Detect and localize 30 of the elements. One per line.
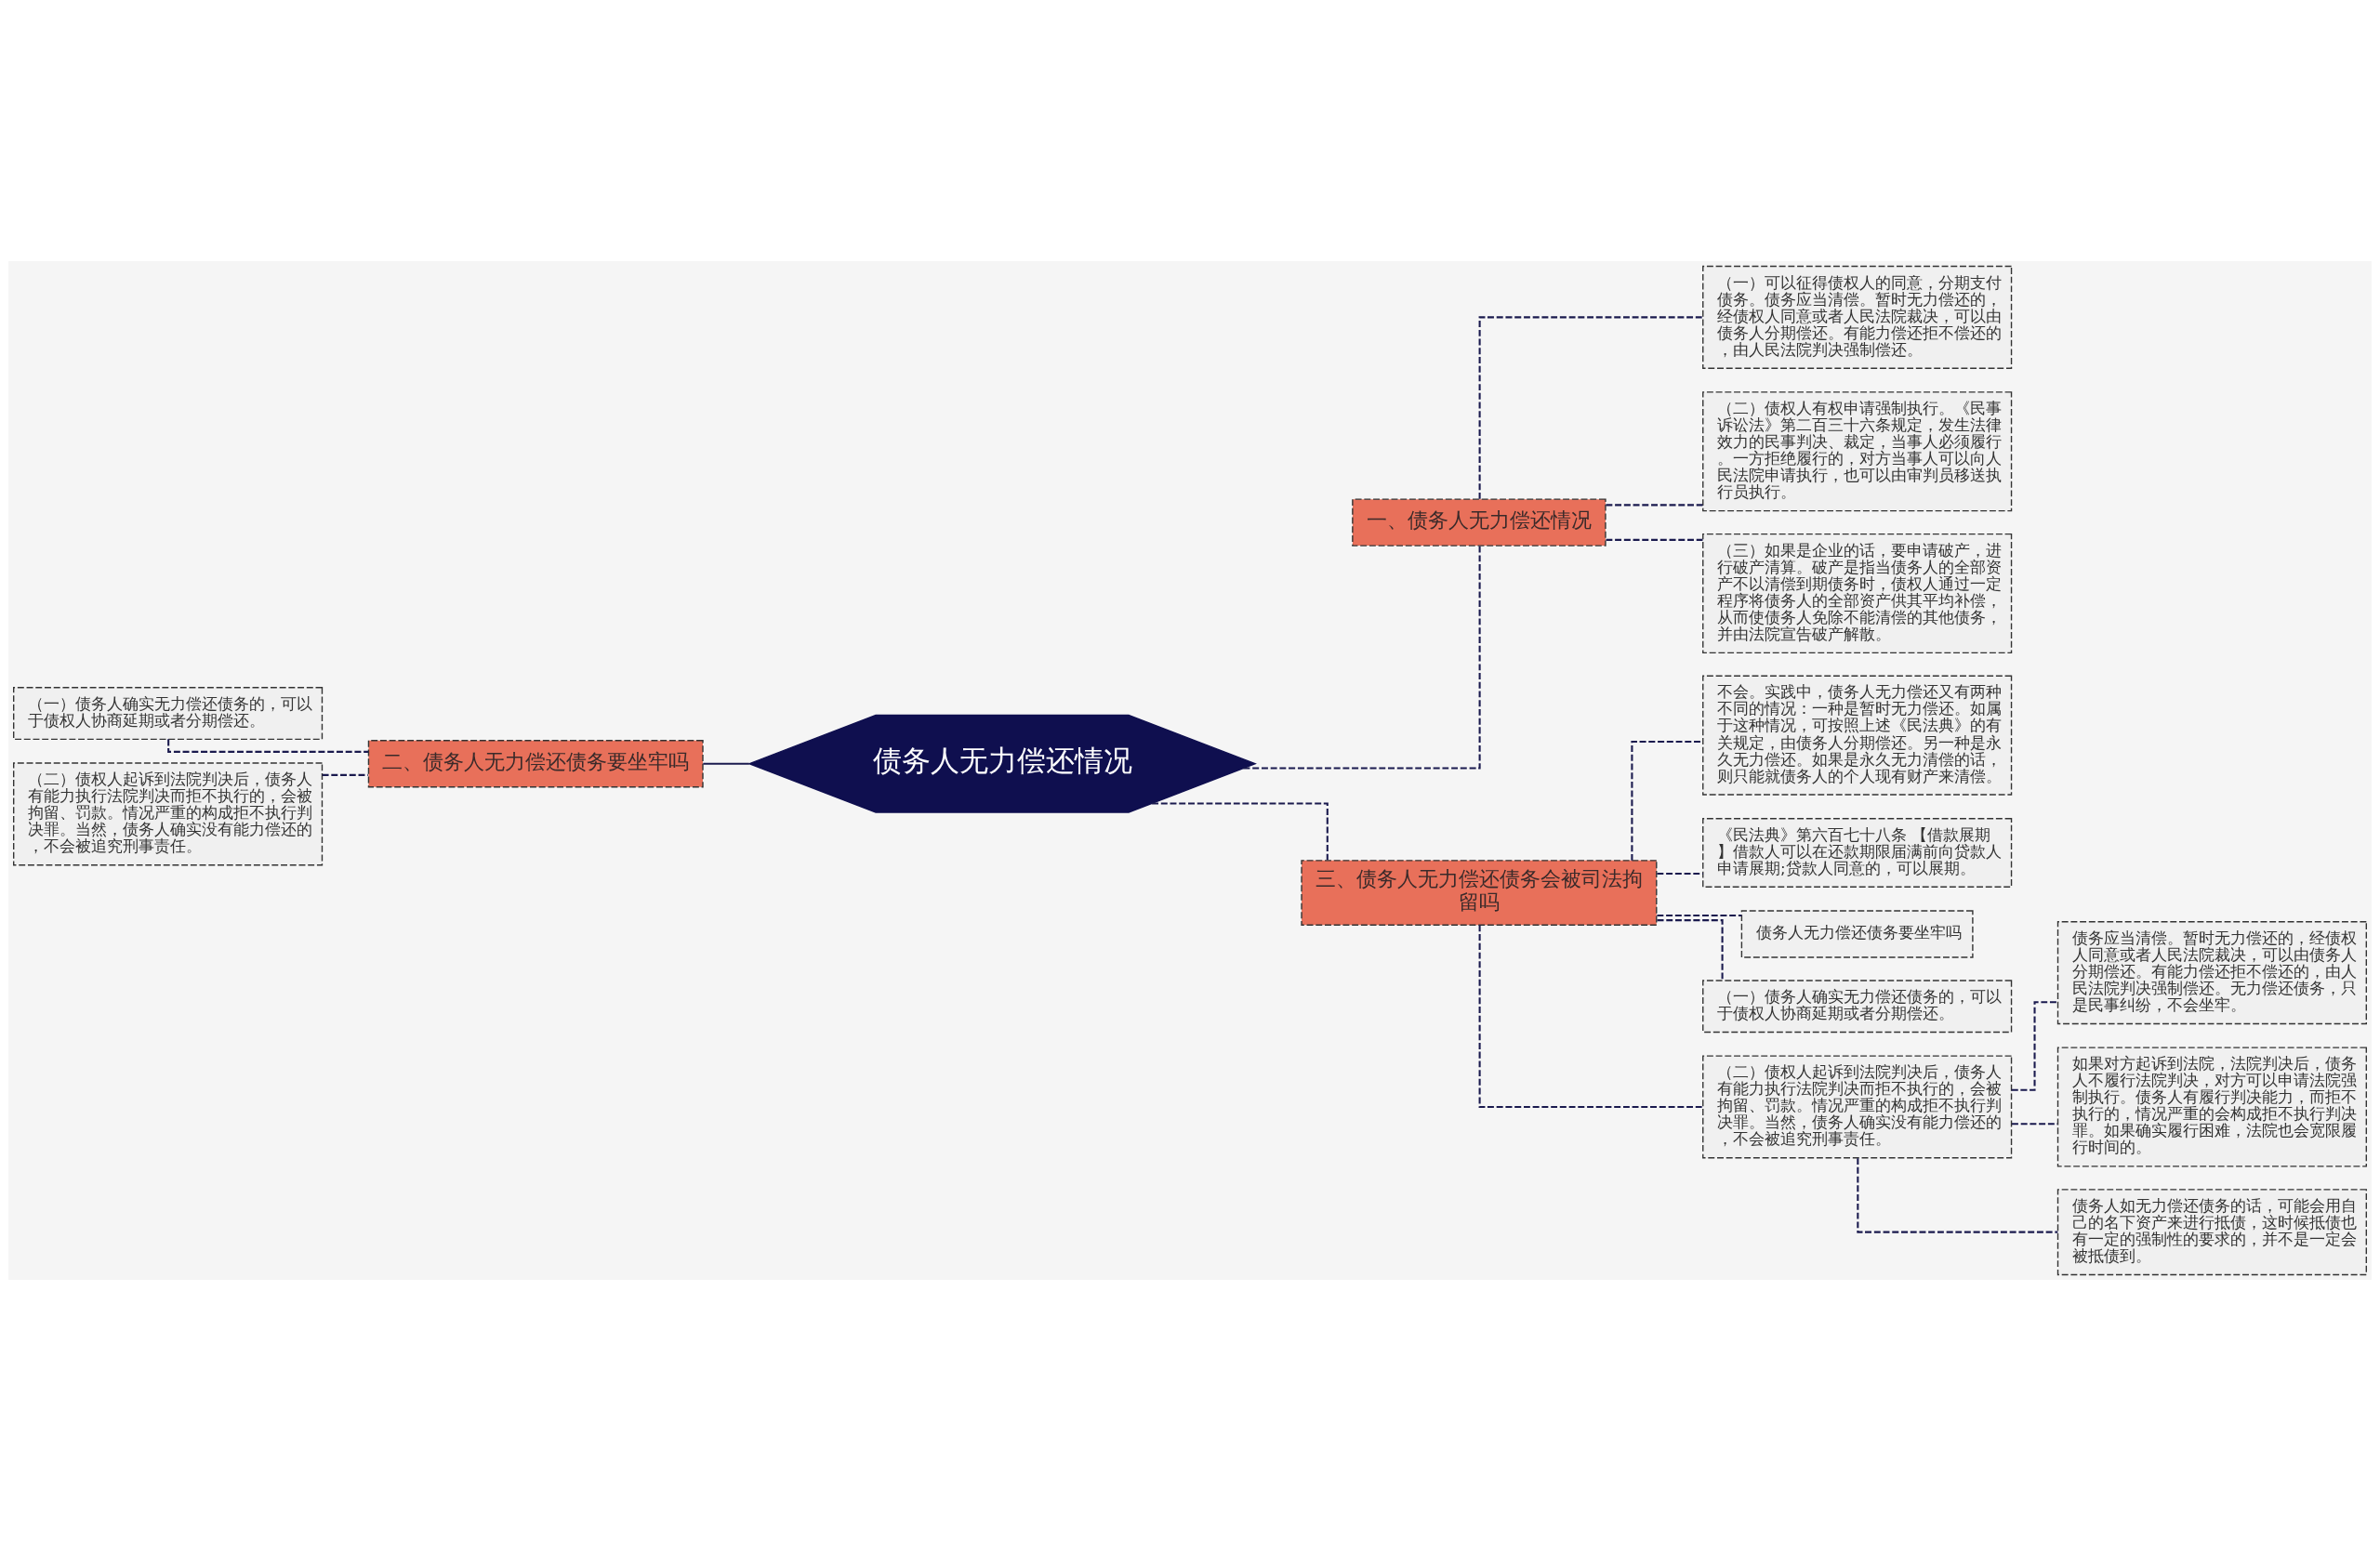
node-box: 债务应当清偿。暂时无力偿还的，经债权人同意或者人民法院裁决，可以由债务人分期偿还。有能力偿还拒不偿还的，由人民法院判决强制偿还。无力偿还债务，只是民事纠纷，不会坐牢。 [2056,921,2367,1025]
connector [1631,741,1703,861]
node-box: （二）债权人起诉到法院判决后，债务人有能力执行法院判决而拒不执行的，会被拘留、罚款。情况严重的构成拒不执行判决罪。当然，债务人确实没有能力偿还的，不会被追究刑事责任。 [1702,1055,2013,1159]
node-box: 债务人如无力偿还债务的话，可能会用自己的名下资产来进行抵债，这时候抵债也有一定的强制性的要求的，并不是一定会被抵债到。 [2056,1189,2367,1276]
connector [1478,316,1703,499]
connector [1243,546,1481,770]
node-box: （一）债务人确实无力偿还债务的，可以于债权人协商延期或者分期偿还。 [13,687,324,741]
connector [1152,802,1329,861]
connector [167,739,369,753]
connector [322,773,368,776]
node-box: （一）债务人确实无力偿还债务的，可以于债权人协商延期或者分期偿还。 [1702,980,2013,1034]
node-box: 《民法典》第六百七十八条 【借款展期】借款人可以在还款期限届满前向贷款人申请展期;贷款人同意的，可以展期。 [1702,818,2013,888]
node-box: 如果对方起诉到法院，法院判决后，债务人不履行法院判决，对方可以申请法院强制执行。债务人有履行判决能力，而拒不执行的，情况严重的会构成拒不执行判决罪。如果确实履行困难，法院也会宽限履行时间的。 [2056,1047,2367,1167]
node-box: 不会。实践中，债务人无力偿还又有两种不同的情况：一种是暂时无力偿还。如属于这种情况，可按照上述《民法典》的有关规定，由债务人分期偿还。另一种是永久无力偿还。如果是永久无力清偿的话，则只能就债务人的个人现有财产来清偿。 [1702,675,2013,796]
connector [1606,538,1703,541]
node-box: 二、债务人无力偿还债务要坐牢吗 [367,740,704,788]
node-box: 债务人无力偿还债务要坐牢吗 [1740,910,1974,958]
node-box: 三、债务人无力偿还债务会被司法拘留吗 [1301,860,1658,926]
connector [703,762,749,765]
connector [1657,915,1742,917]
node-box: （一）可以征得债权人的同意，分期支付债务。债务应当清偿。暂时无力偿还的，经债权人同意或者人民法院裁决，可以由债务人分期偿还。有能力偿还拒不偿还的，由人民法院判决强制偿还。 [1702,265,2013,369]
node-box: 一、债务人无力偿还情况 [1352,498,1606,547]
connector [1657,919,1724,981]
node-box: （二）债权人起诉到法院判决后，债务人有能力执行法院判决而拒不执行的，会被拘留、罚款。情况严重的构成拒不执行判决罪。当然，债务人确实没有能力偿还的，不会被追究刑事责任。 [13,762,324,866]
connector [1857,1158,2058,1233]
node-box: （三）如果是企业的话，要申请破产，进行破产清算。破产是指当债务人的全部资产不以清偿到期债务时，债权人通过一定程序将债务人的全部资产供其平均补偿，从而使债务人免除不能清偿的其他债务，并由法院宣告破产解散。 [1702,533,2013,653]
connector [1657,873,1703,876]
node-box: （二）债权人有权申请强制执行。《民事诉讼法》第二百三十六条规定，发生法律效力的民事判决、裁定，当事人必须履行。一方拒绝履行的，对方当事人可以向人民法院申请执行，也可以由审判员移送执行员执行。 [1702,391,2013,512]
connector [1478,925,1703,1108]
connector [1606,504,1703,507]
